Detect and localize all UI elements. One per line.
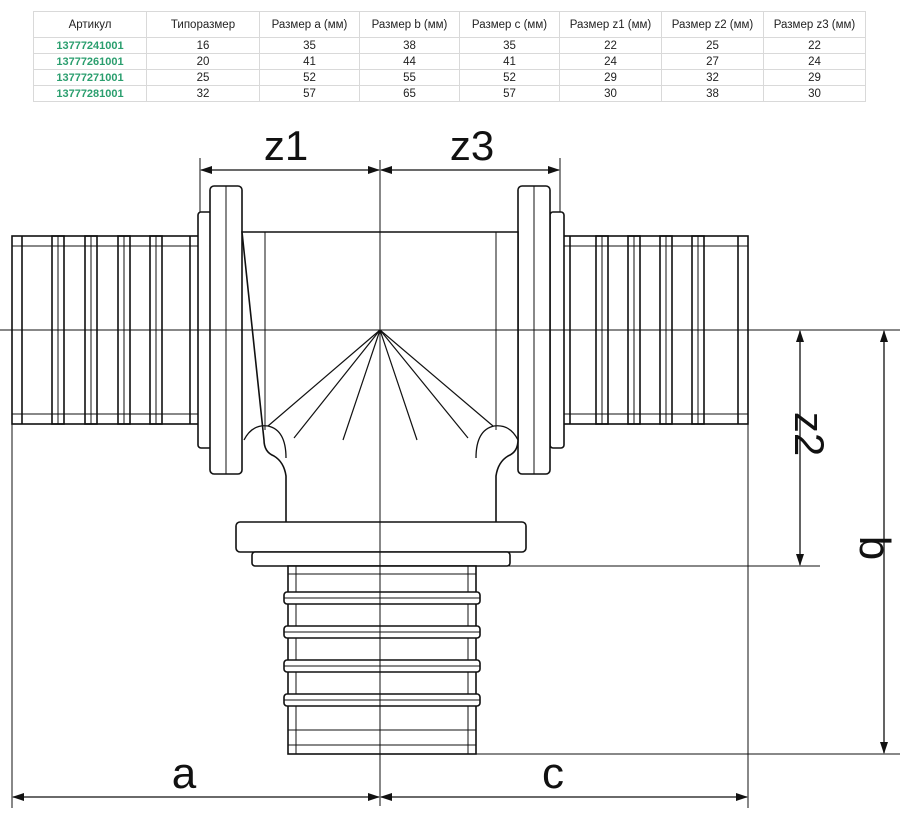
centre-lines	[0, 160, 900, 806]
label-z1: z1	[264, 122, 308, 169]
specs-table: Артикул Типоразмер Размер a (мм) Размер …	[33, 11, 866, 102]
header-size: Типоразмер	[146, 11, 260, 38]
cell-size: 32	[146, 85, 260, 102]
cell-dim-z1: 30	[559, 85, 662, 102]
cell-dim-z3: 30	[763, 85, 866, 102]
header-dim-z3: Размер z3 (мм)	[763, 11, 866, 38]
cell-dim-b: 65	[359, 85, 460, 102]
extension-lines	[11, 158, 900, 808]
label-z2: z2	[786, 412, 833, 456]
header-article: Артикул	[33, 11, 147, 38]
tee-body	[197, 185, 565, 567]
cell-dim-c: 57	[459, 85, 560, 102]
table-row: 13777261001 20 41 44 41 24 27 24	[33, 53, 866, 70]
label-z3: z3	[450, 122, 494, 169]
label-b: b	[850, 536, 899, 560]
dimension-lines	[12, 166, 888, 801]
label-a: a	[172, 749, 197, 798]
cell-article: 13777281001	[33, 85, 147, 102]
cell-dim-c: 35	[459, 37, 560, 54]
cell-dim-a: 57	[259, 85, 360, 102]
table-row: 13777241001 16 35 38 35 22 25 22	[33, 37, 866, 54]
table-row: 13777281001 32 57 65 57 30 38 30	[33, 85, 866, 102]
header-dim-b: Размер b (мм)	[359, 11, 460, 38]
header-dim-z2: Размер z2 (мм)	[661, 11, 764, 38]
table-header-row: Артикул Типоразмер Размер a (мм) Размер …	[33, 11, 866, 38]
cell-article: 13777241001	[33, 37, 147, 54]
label-c: c	[542, 749, 564, 798]
cell-dim-z2: 38	[661, 85, 764, 102]
bottom-branch-pipe	[283, 565, 481, 755]
